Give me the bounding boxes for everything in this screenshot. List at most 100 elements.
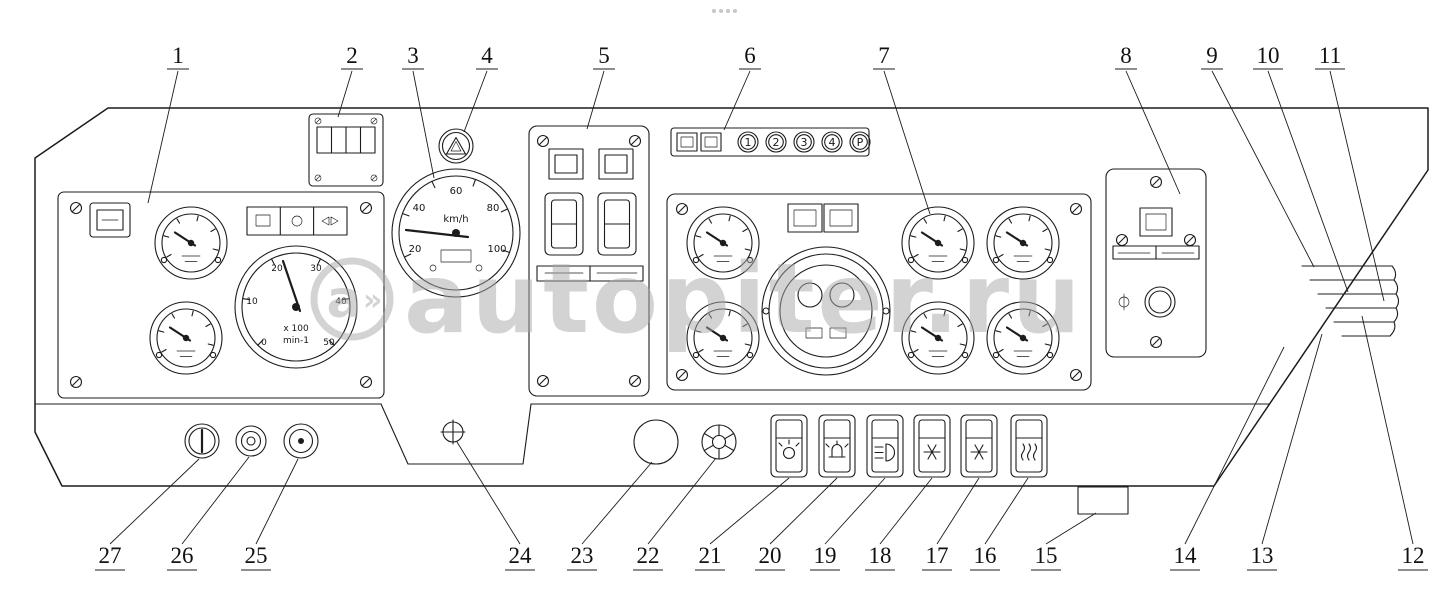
push-button	[1144, 286, 1176, 318]
right-control-panel	[1105, 168, 1207, 358]
speedo-tick-100: 100	[487, 244, 506, 255]
callout-1: 1	[147, 43, 189, 204]
callout-25: 25	[241, 458, 299, 571]
rocker-switch-20	[818, 414, 856, 478]
callout-number-8: 8	[1120, 43, 1132, 68]
blank-plug-23	[633, 419, 679, 465]
interior-light-icon	[778, 439, 800, 460]
callout-6: 6	[723, 43, 761, 131]
tach-unit-label: min-1	[283, 336, 309, 346]
callout-number-27: 27	[99, 543, 122, 568]
speedo-tick-20: 20	[409, 244, 422, 255]
callout-number-7: 7	[878, 43, 890, 68]
gear-label-2: 2	[773, 136, 780, 149]
callout-7: 7	[873, 43, 931, 215]
callout-15: 15	[1031, 512, 1097, 571]
small-switch	[89, 202, 131, 238]
indicator-lamp-row	[246, 206, 348, 236]
top-indicator-box	[308, 113, 384, 187]
callout-number-13: 13	[1251, 543, 1274, 568]
vent-knob-22	[701, 424, 737, 460]
callouts: 1 2 3 4 5 6 7 8	[95, 43, 1428, 571]
callout-number-12: 12	[1402, 543, 1425, 568]
speedo-tick-60: 60	[450, 186, 463, 197]
push-button-26	[235, 425, 267, 457]
light-switch-knob-27	[184, 423, 220, 459]
callout-number-16: 16	[974, 543, 997, 568]
watermark-logo-ring	[310, 257, 394, 341]
callout-number-19: 19	[814, 543, 837, 568]
callout-number-3: 3	[407, 43, 419, 68]
switch-panel	[528, 125, 650, 397]
callout-number-20: 20	[759, 543, 782, 568]
callout-number-18: 18	[869, 543, 892, 568]
callout-11: 11	[1315, 43, 1385, 302]
callout-14: 14	[1170, 346, 1285, 571]
callout-3: 3	[402, 43, 435, 179]
callout-number-26: 26	[171, 543, 194, 568]
callout-10: 10	[1253, 43, 1349, 293]
knob-25	[283, 423, 319, 459]
callout-number-23: 23	[571, 543, 594, 568]
callout-12: 12	[1361, 315, 1428, 571]
rocker-switch-21	[770, 414, 808, 478]
callout-4: 4	[463, 43, 498, 133]
callout-number-2: 2	[346, 43, 358, 68]
callout-13: 13	[1247, 333, 1323, 571]
warning-window-right	[823, 203, 859, 233]
tachometer: 0 10 20 30 40 50 x 100 min-1	[234, 245, 358, 369]
callout-2: 2	[337, 43, 363, 118]
callout-number-15: 15	[1035, 543, 1058, 568]
callout-number-25: 25	[245, 543, 268, 568]
watermark: a » autopiter.ru	[310, 243, 1083, 355]
callout-number-10: 10	[1257, 43, 1280, 68]
watermark-text: autopiter.ru	[404, 243, 1083, 355]
tach-scale-label: x 100	[283, 324, 309, 334]
callout-27: 27	[95, 458, 200, 571]
gear-label-3: 3	[801, 136, 808, 149]
label-plate	[536, 265, 644, 282]
callout-number-24: 24	[509, 543, 533, 568]
defroster-icon	[1020, 443, 1038, 461]
side-trim-louvers	[1301, 265, 1400, 337]
mounting-bracket	[1077, 486, 1129, 515]
callout-number-5: 5	[598, 43, 610, 68]
speedo-tick-80: 80	[487, 203, 500, 214]
speedo-tick-40: 40	[413, 203, 426, 214]
gear-indicator-strip: 1 2 3 4 P	[670, 127, 871, 157]
dashboard-drawing: 0 10 20 30 40 50 x 100 min-1	[34, 107, 1429, 515]
callout-number-4: 4	[481, 43, 493, 68]
rocker-switch-18	[913, 414, 951, 478]
callout-26: 26	[167, 456, 250, 571]
callout-17: 17	[922, 477, 980, 571]
speedo-unit-label: km/h	[443, 214, 468, 225]
callout-number-21: 21	[699, 543, 722, 568]
callout-22: 22	[633, 457, 717, 571]
gear-label-p: P	[857, 136, 864, 149]
headlight-icon	[874, 443, 895, 462]
combination-gauge	[761, 246, 891, 376]
gauge-left-bottom	[148, 300, 224, 376]
watermark-mini	[712, 9, 737, 13]
callout-number-11: 11	[1319, 43, 1341, 68]
callout-number-22: 22	[637, 543, 660, 568]
callout-21: 21	[695, 477, 790, 571]
tach-tick-50: 50	[323, 338, 335, 348]
warning-triangle-icon	[445, 136, 467, 155]
dashboard-outline	[34, 107, 1429, 487]
callout-number-6: 6	[744, 43, 756, 68]
center-gauge-cluster	[666, 193, 1092, 391]
tach-tick-30: 30	[310, 264, 322, 274]
steering-column-hump	[380, 403, 532, 465]
rocker-switch-16	[1010, 414, 1048, 478]
rocker-switch-17	[960, 414, 998, 478]
callout-number-17: 17	[926, 543, 949, 568]
callout-number-9: 9	[1206, 43, 1218, 68]
callout-23: 23	[567, 461, 653, 571]
callout-number-1: 1	[172, 43, 184, 68]
callout-24: 24	[456, 441, 535, 571]
callout-19: 19	[810, 477, 886, 571]
callout-9: 9	[1201, 43, 1315, 268]
tach-tick-0: 0	[261, 338, 267, 348]
